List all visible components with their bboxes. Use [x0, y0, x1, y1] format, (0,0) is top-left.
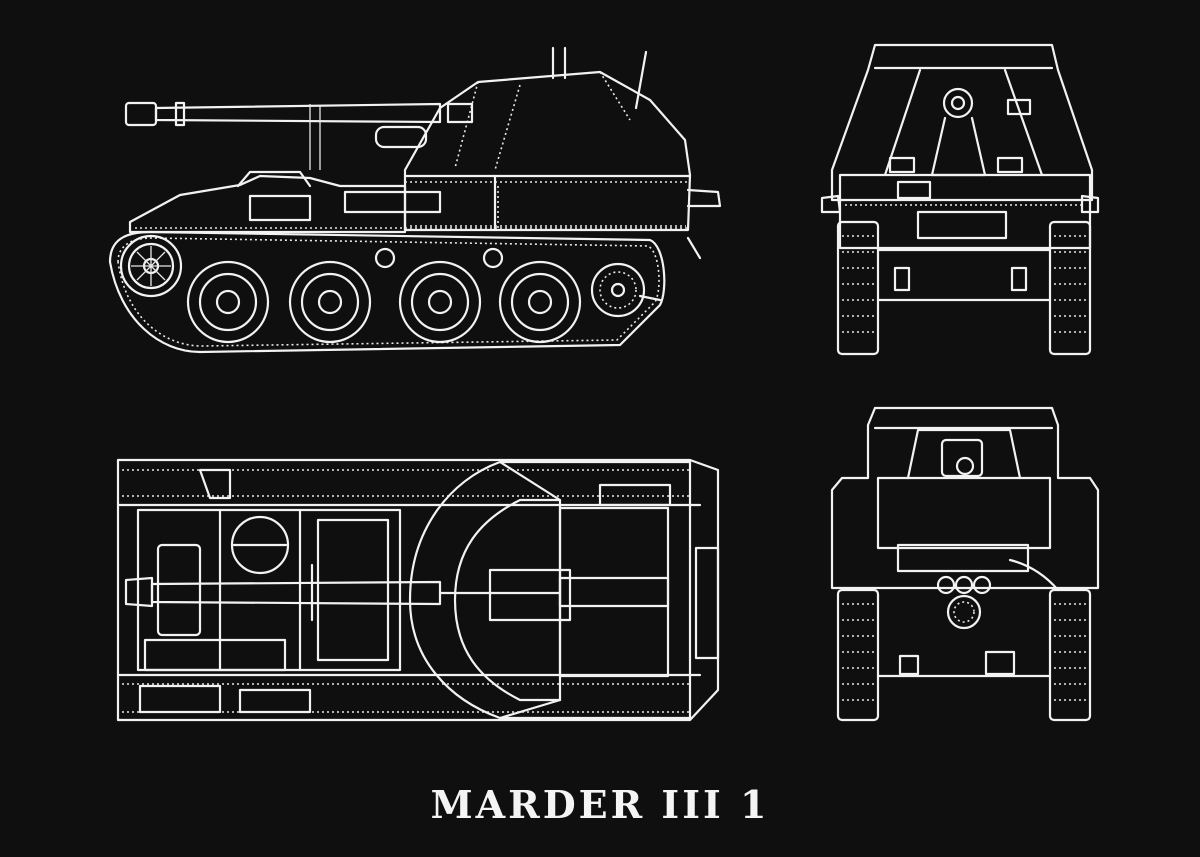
track-outline [108, 230, 666, 354]
drive-sprocket [119, 234, 183, 298]
rear-idler-hub [946, 594, 982, 630]
rear-plate [876, 476, 1052, 550]
idler-wheel [590, 262, 646, 318]
right-track [1048, 220, 1092, 356]
muzzle-brake [124, 101, 158, 127]
top-hull-outline [116, 458, 720, 722]
top-view-drawing [116, 458, 720, 722]
gun-barrel [154, 102, 442, 124]
fighting-compartment [403, 70, 692, 232]
engine-deck [136, 508, 402, 672]
top-fighting-compartment [408, 460, 692, 720]
hull-front [128, 174, 407, 234]
poster-title: MARDER III 1 [430, 782, 770, 827]
front-view-drawing [820, 43, 1100, 356]
left-track [836, 220, 880, 356]
side-view-drawing [108, 46, 722, 354]
rear-superstructure [830, 406, 1100, 590]
front-superstructure [830, 43, 1094, 202]
road-wheels [186, 260, 582, 344]
rear-view-drawing [830, 406, 1100, 722]
top-gun-barrel [150, 580, 442, 606]
